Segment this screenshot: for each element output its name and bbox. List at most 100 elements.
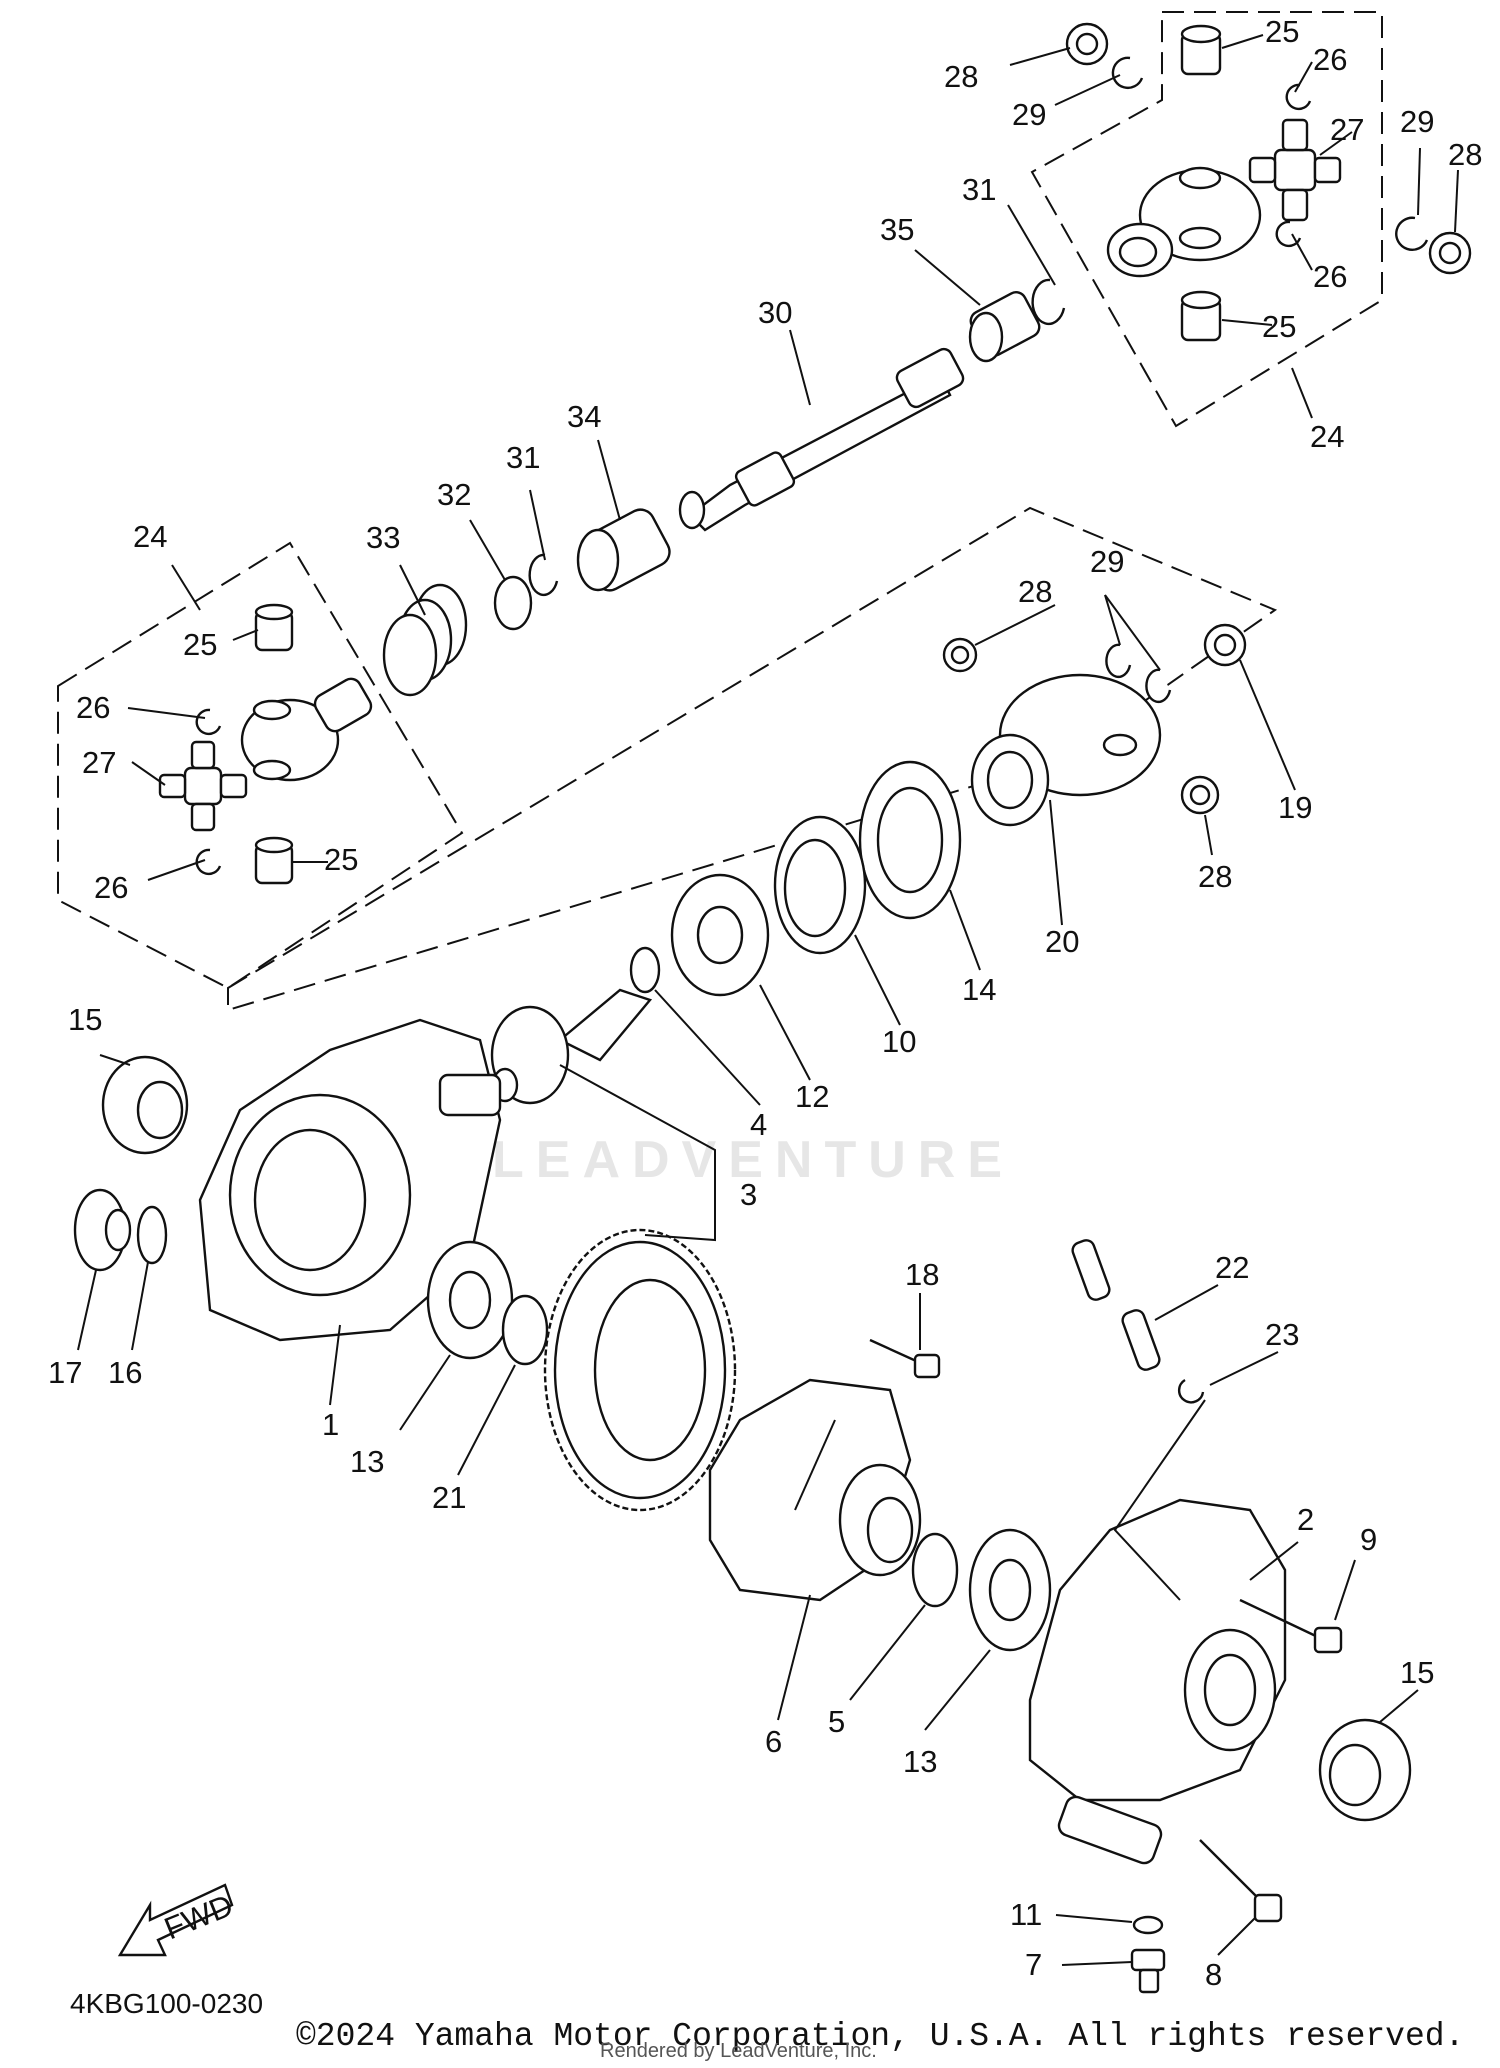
callout-35: 35 xyxy=(880,212,914,247)
gear-case-1 xyxy=(198,1018,502,1342)
callout-30: 30 xyxy=(758,295,792,330)
callout-13: 13 xyxy=(350,1444,384,1479)
drive-shaft-30 xyxy=(678,347,965,532)
callout-23: 23 xyxy=(1265,1317,1299,1352)
callout-1: 1 xyxy=(322,1407,339,1442)
bearing-cup-top xyxy=(1180,24,1222,76)
circlip-29-top xyxy=(1111,56,1144,90)
leader-lines xyxy=(77,34,1459,1966)
circlip-31-top xyxy=(1031,278,1066,326)
callout-28: 28 xyxy=(1448,137,1482,172)
circlip-31-left xyxy=(528,553,559,597)
bolt-9 xyxy=(1239,1598,1343,1654)
rendered-by-credit: Rendered by LeadVenture, Inc. xyxy=(600,2040,877,2062)
o-ring-16 xyxy=(136,1205,168,1265)
callout-25: 25 xyxy=(1262,309,1296,344)
circlip-29-mid-a xyxy=(1105,643,1132,678)
callout-28: 28 xyxy=(1198,859,1232,894)
callout-15: 15 xyxy=(68,1002,102,1037)
bolt-8 xyxy=(1199,1839,1283,1923)
callout-26: 26 xyxy=(1313,259,1347,294)
shim-21 xyxy=(501,1294,549,1366)
callout-11: 11 xyxy=(1010,1897,1042,1932)
callout-27: 27 xyxy=(82,745,116,780)
callout-4: 4 xyxy=(750,1107,767,1142)
circlip-26-top xyxy=(1285,83,1312,111)
callout-28: 28 xyxy=(1018,574,1052,609)
callout-10: 10 xyxy=(882,1024,916,1059)
callout-18: 18 xyxy=(905,1257,939,1292)
circlip-26-left-top xyxy=(195,708,222,736)
bolt-7 xyxy=(1130,1948,1166,1994)
spider-cross-top-right xyxy=(1248,118,1342,222)
callout-24: 24 xyxy=(1310,419,1344,454)
bearing-cup-left-top xyxy=(254,603,294,652)
collar-35 xyxy=(968,291,1041,363)
callout-14: 14 xyxy=(962,972,996,1007)
oil-seal-15-right xyxy=(1318,1718,1412,1822)
callout-31: 31 xyxy=(506,440,540,475)
callout-34: 34 xyxy=(567,399,601,434)
washer-11 xyxy=(1132,1915,1164,1935)
ring-gear-3 xyxy=(543,1228,737,1512)
coupling-20 xyxy=(970,673,1162,827)
copyright-notice: ©2024 Yamaha Motor Corporation, U.S.A. A… xyxy=(296,2018,1465,2055)
callout-32: 32 xyxy=(437,477,471,512)
bearing-cup-bottom xyxy=(1180,290,1222,342)
callout-5: 5 xyxy=(828,1704,845,1739)
bolt-18 xyxy=(869,1338,941,1379)
shim-5 xyxy=(911,1532,959,1608)
diagram-code: 4KBG100-0230 xyxy=(70,1988,264,2019)
circlip-29-right xyxy=(1395,216,1429,251)
pin-22-a xyxy=(1071,1239,1111,1301)
seal-28-top-left xyxy=(1065,22,1109,66)
callout-25: 25 xyxy=(324,842,358,877)
callout-29: 29 xyxy=(1090,544,1124,579)
bolt-17 xyxy=(73,1188,132,1272)
spring-33 xyxy=(382,583,468,697)
bearing-13-right xyxy=(968,1528,1052,1652)
callout-29: 29 xyxy=(1400,104,1434,139)
callout-17: 17 xyxy=(48,1355,82,1390)
callout-22: 22 xyxy=(1215,1250,1249,1285)
bearing-13-left xyxy=(426,1240,514,1360)
callout-26: 26 xyxy=(1313,42,1347,77)
pin-22-b xyxy=(1121,1309,1161,1371)
seal-28-lower xyxy=(1180,775,1220,815)
oil-seal-14 xyxy=(858,760,962,920)
bearing-12 xyxy=(670,873,770,997)
watermark: LEADVENTURE xyxy=(492,1131,1015,1189)
spider-cross-left xyxy=(158,740,248,832)
circlip-26-left-bottom xyxy=(195,848,222,876)
seal-28-top-right xyxy=(1428,231,1472,275)
callout-33: 33 xyxy=(366,520,400,555)
oil-seal-15-left xyxy=(101,1055,189,1155)
callout-26: 26 xyxy=(76,690,110,725)
callout-20: 20 xyxy=(1045,924,1079,959)
callout-8: 8 xyxy=(1205,1957,1222,1992)
bushing-19 xyxy=(1203,623,1247,667)
callout-25: 25 xyxy=(1265,14,1299,49)
seal-28-mid xyxy=(942,637,978,673)
yoke-top-right xyxy=(1106,166,1262,278)
callout-13: 13 xyxy=(903,1744,937,1779)
callout-labels: 28 29 25 26 27 29 28 31 35 26 25 30 24 3… xyxy=(48,14,1482,1992)
nut-10 xyxy=(773,815,867,955)
callout-2: 2 xyxy=(1297,1502,1314,1537)
callout-24: 24 xyxy=(133,519,167,554)
group-box-top-right xyxy=(1030,11,1383,428)
callout-12: 12 xyxy=(795,1079,829,1114)
callout-28: 28 xyxy=(944,59,978,94)
callout-7: 7 xyxy=(1025,1947,1042,1982)
callout-31: 31 xyxy=(962,172,996,207)
callout-26: 26 xyxy=(94,870,128,905)
bearing-cup-left-bottom xyxy=(254,836,294,885)
callout-16: 16 xyxy=(108,1355,142,1390)
circlip-29-mid-b xyxy=(1145,668,1172,703)
callout-21: 21 xyxy=(432,1480,466,1515)
group-box-left xyxy=(57,541,464,990)
callout-15: 15 xyxy=(1400,1655,1434,1690)
clip-23 xyxy=(1177,1378,1205,1404)
callout-29: 29 xyxy=(1012,97,1046,132)
